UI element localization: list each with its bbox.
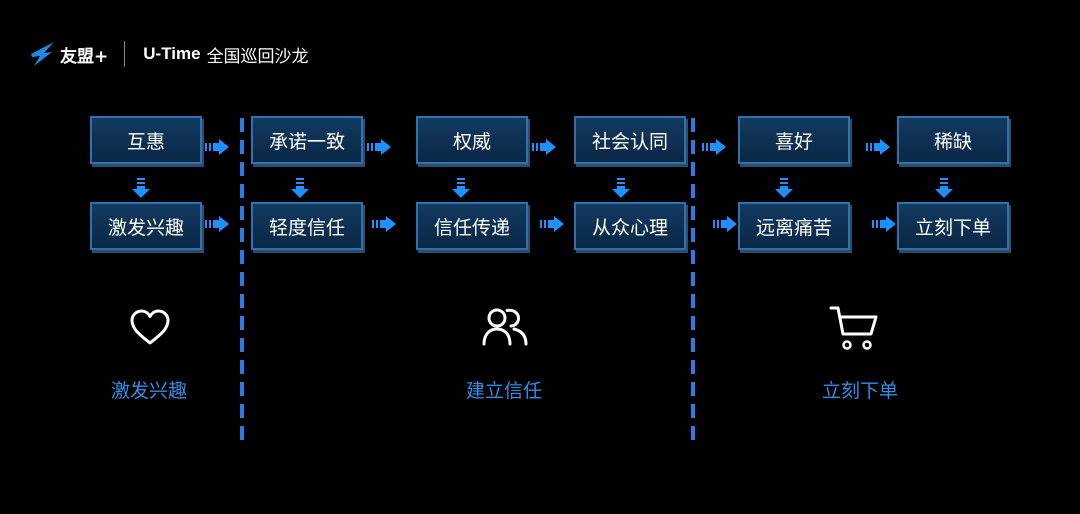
flow-box-authority: 权威	[416, 116, 528, 164]
flow-box-trust-transfer: 信任传递	[416, 202, 528, 250]
cart-icon	[829, 306, 878, 350]
arrow-right-icon	[872, 216, 896, 232]
arrow-right-icon	[205, 139, 229, 155]
arrow-right-icon	[866, 139, 890, 155]
users-icon	[482, 308, 528, 346]
category-label-trust: 建立信任	[465, 380, 542, 402]
arrow-right-icon	[713, 216, 737, 232]
section-divider	[691, 118, 695, 448]
arrow-right-icon	[540, 216, 564, 232]
flow-box-buy-now: 立刻下单	[897, 202, 1009, 250]
category-label-interest: 激发兴趣	[110, 380, 187, 402]
arrow-right-icon	[367, 139, 391, 155]
flow-box-commitment: 承诺一致	[251, 116, 363, 164]
header-divider	[124, 41, 126, 67]
section-divider	[240, 118, 244, 448]
flow-box-avoid-pain: 远离痛苦	[738, 202, 850, 250]
arrow-right-icon	[532, 139, 556, 155]
arrow-right-icon	[205, 216, 229, 232]
arrow-right-icon	[702, 139, 726, 155]
flow-box-light-trust: 轻度信任	[251, 202, 363, 250]
flow-box-liking: 喜好	[738, 116, 850, 164]
flow-box-herd-mentality: 从众心理	[574, 202, 686, 250]
logo-icon	[31, 42, 54, 66]
arrow-down-icon	[132, 178, 150, 198]
flow-box-scarcity: 稀缺	[897, 116, 1009, 164]
arrow-down-icon	[452, 178, 470, 198]
arrow-down-icon	[291, 178, 309, 198]
arrow-down-icon	[935, 178, 953, 198]
category-label-order: 立刻下单	[821, 380, 898, 402]
flow-box-reciprocity: 互惠	[90, 116, 202, 164]
arrow-right-icon	[372, 216, 396, 232]
flow-box-spark-interest: 激发兴趣	[90, 202, 202, 250]
event-subtitle: 全国巡回沙龙	[206, 46, 309, 67]
flow-box-social-proof: 社会认同	[574, 116, 686, 164]
heart-icon	[130, 309, 170, 345]
event-name: U-Time	[143, 44, 201, 63]
arrow-down-icon	[612, 178, 630, 198]
brand-name: 友盟+	[60, 46, 109, 67]
header: 友盟+ U-Time 全国巡回沙龙	[28, 38, 309, 70]
arrow-down-icon	[775, 178, 793, 198]
